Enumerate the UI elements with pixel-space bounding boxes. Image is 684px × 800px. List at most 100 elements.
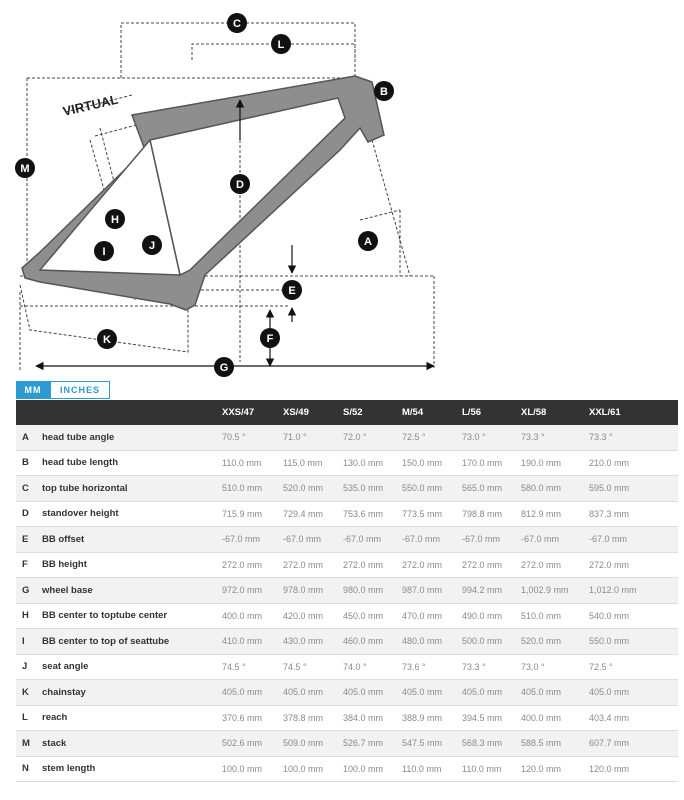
row-label: top tube horizontal [42, 475, 222, 502]
row-value: 400.0 mm [521, 705, 589, 731]
row-label: chainstay [42, 679, 222, 706]
row-label: BB height [42, 552, 222, 578]
row-value: 73.0 ° [521, 654, 589, 680]
row-value: 837.3 mm [589, 501, 678, 527]
row-value: 74.0 ° [343, 654, 402, 680]
row-value: 547.5 mm [402, 730, 462, 757]
unit-mm-button[interactable]: MM [16, 381, 50, 399]
unit-toggle: MM INCHES [16, 381, 110, 399]
row-value: -67.0 mm [402, 526, 462, 553]
svg-text:C: C [233, 18, 241, 30]
row-value: 509.0 mm [283, 730, 343, 757]
row-value: 150.0 mm [402, 450, 462, 476]
row-value: 110.0 mm [222, 450, 283, 476]
row-value: 500.0 mm [462, 628, 521, 655]
row-letter: A [16, 425, 42, 451]
row-value: 210.0 mm [589, 450, 678, 476]
marker-h: H [105, 209, 125, 229]
row-value: 388.9 mm [402, 705, 462, 731]
header-size: L/56 [462, 400, 521, 425]
svg-text:F: F [267, 333, 274, 345]
row-letter: E [16, 526, 42, 553]
row-value: 73.3 ° [462, 654, 521, 680]
row-value: 510.0 mm [222, 475, 283, 502]
marker-g: G [214, 357, 234, 377]
row-value: 510.0 mm [521, 603, 589, 629]
row-value: 460.0 mm [343, 628, 402, 655]
row-label: wheel base [42, 577, 222, 604]
row-value: 430.0 mm [283, 628, 343, 655]
row-value: 520.0 mm [521, 628, 589, 655]
row-value: 100.0 mm [222, 756, 283, 782]
row-value: 798.8 mm [462, 501, 521, 527]
row-label: head tube length [42, 450, 222, 476]
row-value: -67.0 mm [521, 526, 589, 553]
row-value: 502.6 mm [222, 730, 283, 757]
svg-text:K: K [103, 334, 111, 346]
row-value: 420.0 mm [283, 603, 343, 629]
row-letter: K [16, 679, 42, 706]
marker-b: B [374, 81, 394, 101]
row-value: 384.0 mm [343, 705, 402, 731]
marker-i: I [94, 241, 114, 261]
row-value: 405.0 mm [343, 679, 402, 706]
row-value: 520.0 mm [283, 475, 343, 502]
row-value: 405.0 mm [462, 679, 521, 706]
unit-inches-button[interactable]: INCHES [50, 381, 110, 399]
table-header-row: XXS/47 XS/49 S/52 M/54 L/56 XL/58 XXL/61 [16, 400, 678, 425]
row-value: 540.0 mm [589, 603, 678, 629]
row-value: 115.0 mm [283, 450, 343, 476]
row-value: 272.0 mm [402, 552, 462, 578]
row-value: 72.0 ° [343, 425, 402, 451]
row-value: 773.5 mm [402, 501, 462, 527]
row-value: 72.5 ° [402, 425, 462, 451]
row-letter: H [16, 603, 42, 629]
row-value: -67.0 mm [343, 526, 402, 553]
marker-l: L [271, 34, 291, 54]
row-value: 72.5 ° [589, 654, 678, 680]
row-value: 535.0 mm [343, 475, 402, 502]
row-value: 405.0 mm [222, 679, 283, 706]
marker-k: K [97, 329, 117, 349]
svg-text:B: B [380, 86, 388, 98]
row-letter: I [16, 628, 42, 655]
row-letter: G [16, 577, 42, 604]
row-value: 73.3 ° [521, 425, 589, 451]
row-value: 410.0 mm [222, 628, 283, 655]
row-value: 170.0 mm [462, 450, 521, 476]
row-value: 595.0 mm [589, 475, 678, 502]
marker-c: C [227, 13, 247, 33]
marker-d: D [230, 174, 250, 194]
svg-text:M: M [20, 163, 29, 175]
row-value: 987.0 mm [402, 577, 462, 604]
row-value: 405.0 mm [521, 679, 589, 706]
row-value: 272.0 mm [589, 552, 678, 578]
row-value: 100.0 mm [283, 756, 343, 782]
header-size: M/54 [402, 400, 462, 425]
row-label: BB center to toptube center [42, 603, 222, 629]
frame-geometry-diagram: VIRTUAL A B C D E F G H I J K L M [15, 13, 435, 377]
geometry-table: XXS/47 XS/49 S/52 M/54 L/56 XL/58 XXL/61… [16, 400, 678, 782]
row-value: 812.9 mm [521, 501, 589, 527]
row-value: 580.0 mm [521, 475, 589, 502]
row-value: 73.0 ° [462, 425, 521, 451]
row-value: 100.0 mm [343, 756, 402, 782]
row-value: 400.0 mm [222, 603, 283, 629]
row-value: 190.0 mm [521, 450, 589, 476]
row-label: BB offset [42, 526, 222, 553]
row-value: 753.6 mm [343, 501, 402, 527]
row-value: 568.3 mm [462, 730, 521, 757]
row-letter: N [16, 756, 42, 782]
header-letter [16, 400, 42, 425]
row-value: 994.2 mm [462, 577, 521, 604]
virtual-label: VIRTUAL [61, 92, 119, 119]
row-value: 74.5 ° [222, 654, 283, 680]
